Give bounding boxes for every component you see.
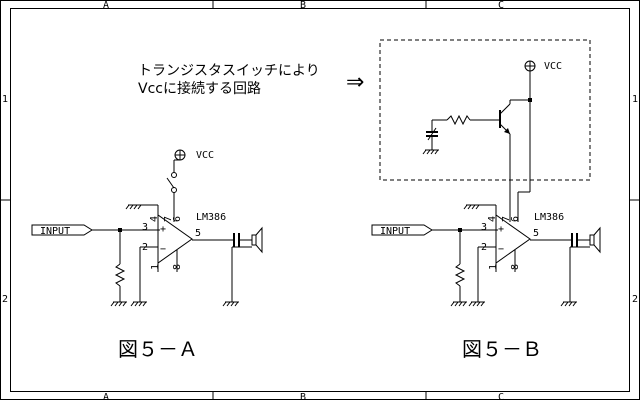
ground-symbol <box>468 301 485 307</box>
pin6-a: 6 <box>172 216 183 222</box>
plus-b: + <box>498 224 504 235</box>
vcc-label-a: VCC <box>196 150 214 161</box>
pin3-a: 3 <box>142 222 148 233</box>
op-amp-a <box>157 214 193 264</box>
pin1-a: 1 <box>150 264 161 270</box>
figure-caption-a: 図５－Ａ <box>118 337 198 361</box>
pin7-a: 7 <box>163 216 174 222</box>
col-label-c-top: C <box>498 0 504 11</box>
col-label-c-bottom: C <box>498 392 504 400</box>
right-arrow-icon: ⇒ <box>346 70 364 95</box>
col-label-a-bottom: A <box>103 392 109 400</box>
speaker-icon <box>589 226 601 254</box>
input-tag-b <box>371 224 433 236</box>
ground-symbol <box>463 204 480 210</box>
switch-lever-a <box>166 177 175 189</box>
ground-symbol <box>422 149 439 155</box>
circuit-b: VCC INPUT <box>371 39 601 361</box>
minus-b: − <box>498 244 504 255</box>
ground-symbol <box>222 301 239 307</box>
ground-symbol <box>110 301 127 307</box>
pin5-a: 5 <box>195 228 201 239</box>
frame-column-labels: A B C A B C <box>103 0 504 400</box>
circuit-a: INPUT + − 3 2 4 <box>31 149 263 361</box>
speaker-icon <box>251 226 263 254</box>
switch-contact-a <box>171 187 177 193</box>
col-label-a-top: A <box>103 0 109 11</box>
row-label-2-right: 2 <box>632 294 638 305</box>
input-resistor-b <box>454 263 466 287</box>
input-label-b: INPUT <box>380 226 410 237</box>
input-label-a: INPUT <box>40 226 70 237</box>
annotation-line-2: Vccに接続する回路 <box>138 80 261 97</box>
pin6-b: 6 <box>510 216 521 222</box>
pin4-b: 4 <box>487 216 498 222</box>
input-tag-a <box>31 224 93 236</box>
ground-symbol <box>130 301 147 307</box>
pin1-b: 1 <box>488 264 499 270</box>
col-label-b-bottom: B <box>300 392 306 400</box>
minus-a: − <box>160 244 166 255</box>
annotation-line-1: トランジスタスイッチにより <box>138 63 320 79</box>
row-label-1-left: 1 <box>2 94 8 105</box>
base-resistor-b <box>446 114 471 126</box>
vcc-icon <box>524 60 536 72</box>
col-label-b-top: B <box>300 0 306 11</box>
ground-symbol <box>560 301 577 307</box>
ic-label-b: LM386 <box>534 212 564 223</box>
ic-label-a: LM386 <box>196 212 226 223</box>
op-amp-b <box>495 214 531 264</box>
transistor-switch-box <box>379 39 591 181</box>
transistor-icon <box>499 100 511 135</box>
ground-symbol <box>125 204 142 210</box>
row-label-2-left: 2 <box>2 294 8 305</box>
ground-symbol <box>450 301 467 307</box>
pin7-b: 7 <box>501 216 512 222</box>
pin3-b: 3 <box>481 222 487 233</box>
pin4-a: 4 <box>149 216 160 222</box>
pin5-b: 5 <box>533 228 539 239</box>
figure-caption-b: 図５－Ｂ <box>462 337 542 361</box>
frame-row-labels: 1 2 1 2 <box>2 94 638 305</box>
input-resistor-a <box>114 263 126 287</box>
vcc-icon <box>174 149 186 161</box>
plus-a: + <box>160 224 166 235</box>
row-label-1-right: 1 <box>632 94 638 105</box>
vcc-label-b: VCC <box>544 61 562 72</box>
